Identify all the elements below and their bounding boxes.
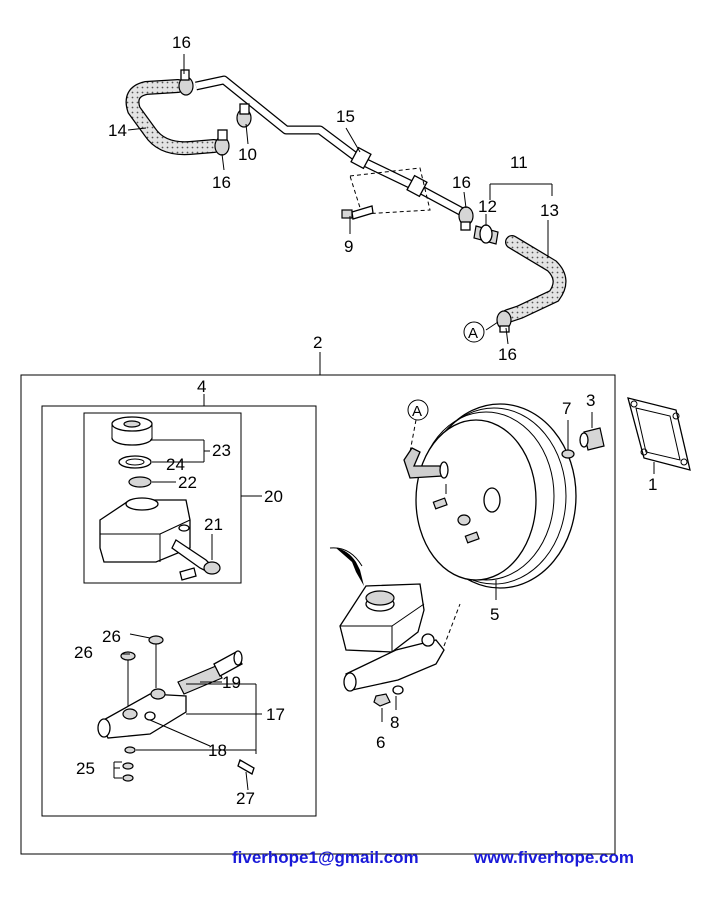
nut-6 <box>373 693 391 707</box>
hose-clamp-10 <box>236 103 252 128</box>
callout-12: 12 <box>478 197 497 216</box>
hose-clamp-16-lower <box>214 129 230 156</box>
callout-3: 3 <box>586 391 595 410</box>
callout-5: 5 <box>490 605 499 624</box>
piston-spring-19 <box>177 650 243 695</box>
callout-21: 21 <box>204 515 223 534</box>
callout-10: 10 <box>238 145 257 164</box>
pin-27 <box>237 759 255 775</box>
callout-6: 6 <box>376 733 385 752</box>
leader-lines-reservoir <box>150 439 262 560</box>
washer-8 <box>392 685 404 695</box>
hose-clamp-16-top <box>178 69 194 96</box>
callout-17: 17 <box>266 705 285 724</box>
hose-clamp-16-pipe-end <box>458 206 474 231</box>
grommet-26-right <box>148 635 164 688</box>
frame-20-reservoir <box>83 412 242 584</box>
callout-24: 24 <box>166 455 185 474</box>
callout-2: 2 <box>313 333 322 352</box>
callout-16b: 16 <box>212 173 231 192</box>
reservoir-group <box>99 416 221 581</box>
reservoir-filter-24 <box>118 455 152 469</box>
brake-booster-5 <box>403 403 577 589</box>
bolt-25 <box>122 762 134 782</box>
callout-26a: 26 <box>102 627 121 646</box>
reservoir-seal-22 <box>128 476 152 488</box>
leader-lines-booster <box>495 412 655 600</box>
callout-4: 4 <box>197 377 206 396</box>
callout-11: 11 <box>510 153 528 172</box>
reservoir-cap-23 <box>111 416 153 446</box>
reservoir-hose-21 <box>171 539 221 581</box>
callout-7: 7 <box>562 399 571 418</box>
callout-8: 8 <box>390 713 399 732</box>
callout-1: 1 <box>648 475 657 494</box>
direction-arrow <box>336 548 364 586</box>
bolt-9 <box>341 205 374 220</box>
callout-18: 18 <box>208 741 227 760</box>
callout-26b: 26 <box>74 643 93 662</box>
callout-9: 9 <box>344 237 353 256</box>
reference-circle-a-upper: A <box>463 321 485 343</box>
hose-clamp-16-bottom <box>496 310 512 333</box>
callout-13: 13 <box>540 201 559 220</box>
callout-15: 15 <box>336 107 355 126</box>
check-valve-12 <box>473 224 499 245</box>
callout-27: 27 <box>236 789 255 808</box>
grommet-7 <box>561 449 575 459</box>
callout-23: 23 <box>212 441 231 460</box>
footer-url[interactable]: www.fiverhope.com <box>474 848 634 867</box>
master-cylinder-exploded <box>97 635 255 782</box>
callout-16c: 16 <box>452 173 471 192</box>
callout-16a: 16 <box>172 33 191 52</box>
check-valve-3 <box>579 427 605 451</box>
vacuum-port-link <box>409 419 417 453</box>
gasket-1 <box>627 397 691 471</box>
master-cylinder-installed <box>329 547 461 707</box>
frames <box>20 352 616 855</box>
leader-lines-installed <box>381 696 397 722</box>
callout-20: 20 <box>264 487 283 506</box>
callout-labels: 16 14 15 10 16 11 16 12 13 9 A 16 2 4 A … <box>74 33 657 808</box>
leader-lines-cylinder <box>113 633 262 791</box>
vacuum-hose-assembly <box>125 69 567 333</box>
callout-a-upper: A <box>468 325 478 342</box>
frame-2-assembly <box>20 374 616 855</box>
callout-25: 25 <box>76 759 95 778</box>
leader-lines-upper <box>127 54 553 345</box>
callout-19: 19 <box>222 673 241 692</box>
callout-14: 14 <box>108 121 127 140</box>
callout-22: 22 <box>178 473 197 492</box>
master-cylinder-body-17 <box>99 693 187 739</box>
callout-a-lower: A <box>412 403 422 420</box>
frame-4-master-cylinder <box>41 405 317 817</box>
callout-16d: 16 <box>498 345 517 364</box>
reservoir-body <box>99 497 191 563</box>
footer-email[interactable]: fiverhope1@gmail.com <box>232 848 419 867</box>
reference-circle-a-lower: A <box>407 399 429 421</box>
grommet-26-left <box>120 651 136 706</box>
